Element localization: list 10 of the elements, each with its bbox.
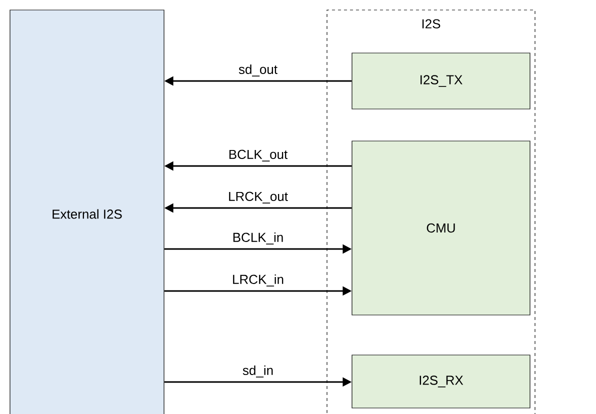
edge-label: BCLK_out — [229, 150, 288, 162]
block-box: I2S_RX — [352, 354, 530, 408]
edge-label: BCLK_in — [233, 232, 283, 244]
block-box: CMU — [352, 140, 530, 316]
device-box: External I2S — [10, 10, 164, 414]
edge-label: sd_out — [238, 64, 278, 76]
edge-label: LRCK_in — [233, 274, 284, 286]
block-box: I2S_TX — [352, 52, 530, 110]
edge-label: LRCK_out — [229, 192, 288, 204]
edge-label: sd_in — [242, 365, 273, 378]
